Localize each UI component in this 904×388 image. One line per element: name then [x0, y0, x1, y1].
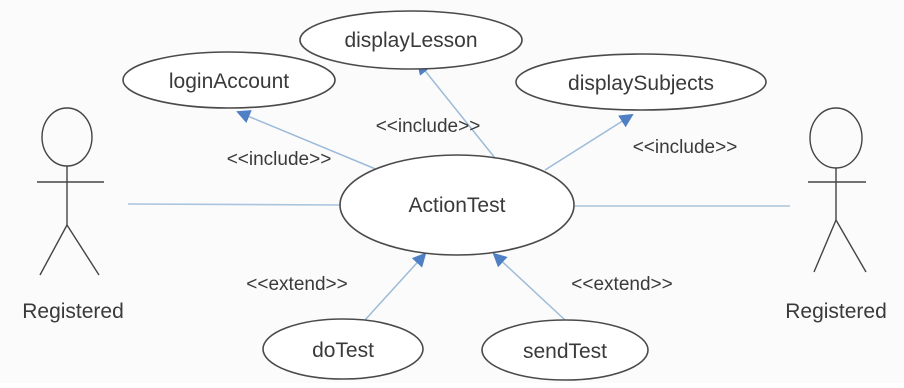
usecase-display-lesson-label: displayLesson — [344, 29, 477, 52]
stereotype-include-subjects: <<include>> — [633, 137, 738, 158]
usecase-display-subjects-ellipse — [515, 53, 767, 111]
usecase-send-test-label: sendTest — [523, 340, 607, 363]
usecase-action-test-ellipse — [339, 154, 575, 256]
usecase-action-test-label: ActionTest — [409, 194, 506, 217]
include-login-connector — [236, 110, 379, 171]
usecase-display-subjects-label: displaySubjects — [568, 72, 714, 95]
stereotype-extend-sendtest: <<extend>> — [571, 274, 672, 295]
extend-dotest-connector — [364, 252, 427, 321]
stereotype-include-lesson: <<include>> — [376, 116, 481, 137]
usecase-send-test-ellipse — [481, 319, 649, 381]
actor-right-name: Registered — [785, 300, 887, 323]
stereotype-include-login: <<include>> — [227, 149, 332, 170]
stereotype-extend-dotest: <<extend>> — [246, 274, 347, 295]
usecase-login-account-ellipse — [122, 51, 336, 109]
include-lesson-connector — [416, 60, 496, 159]
usecase-login-account-label: loginAccount — [169, 70, 289, 93]
usecase-display-lesson-ellipse — [299, 10, 523, 70]
actor-left-stick-figure — [37, 107, 104, 276]
include-subjects-connector — [544, 113, 634, 171]
actor-right-stick-figure — [808, 107, 867, 273]
association-left-line — [127, 203, 341, 206]
usecase-do-test-ellipse — [262, 318, 424, 380]
extend-sendtest-connector — [492, 252, 566, 321]
usecase-do-test-label: doTest — [312, 339, 374, 362]
actor-left-name: Registered — [22, 300, 124, 323]
